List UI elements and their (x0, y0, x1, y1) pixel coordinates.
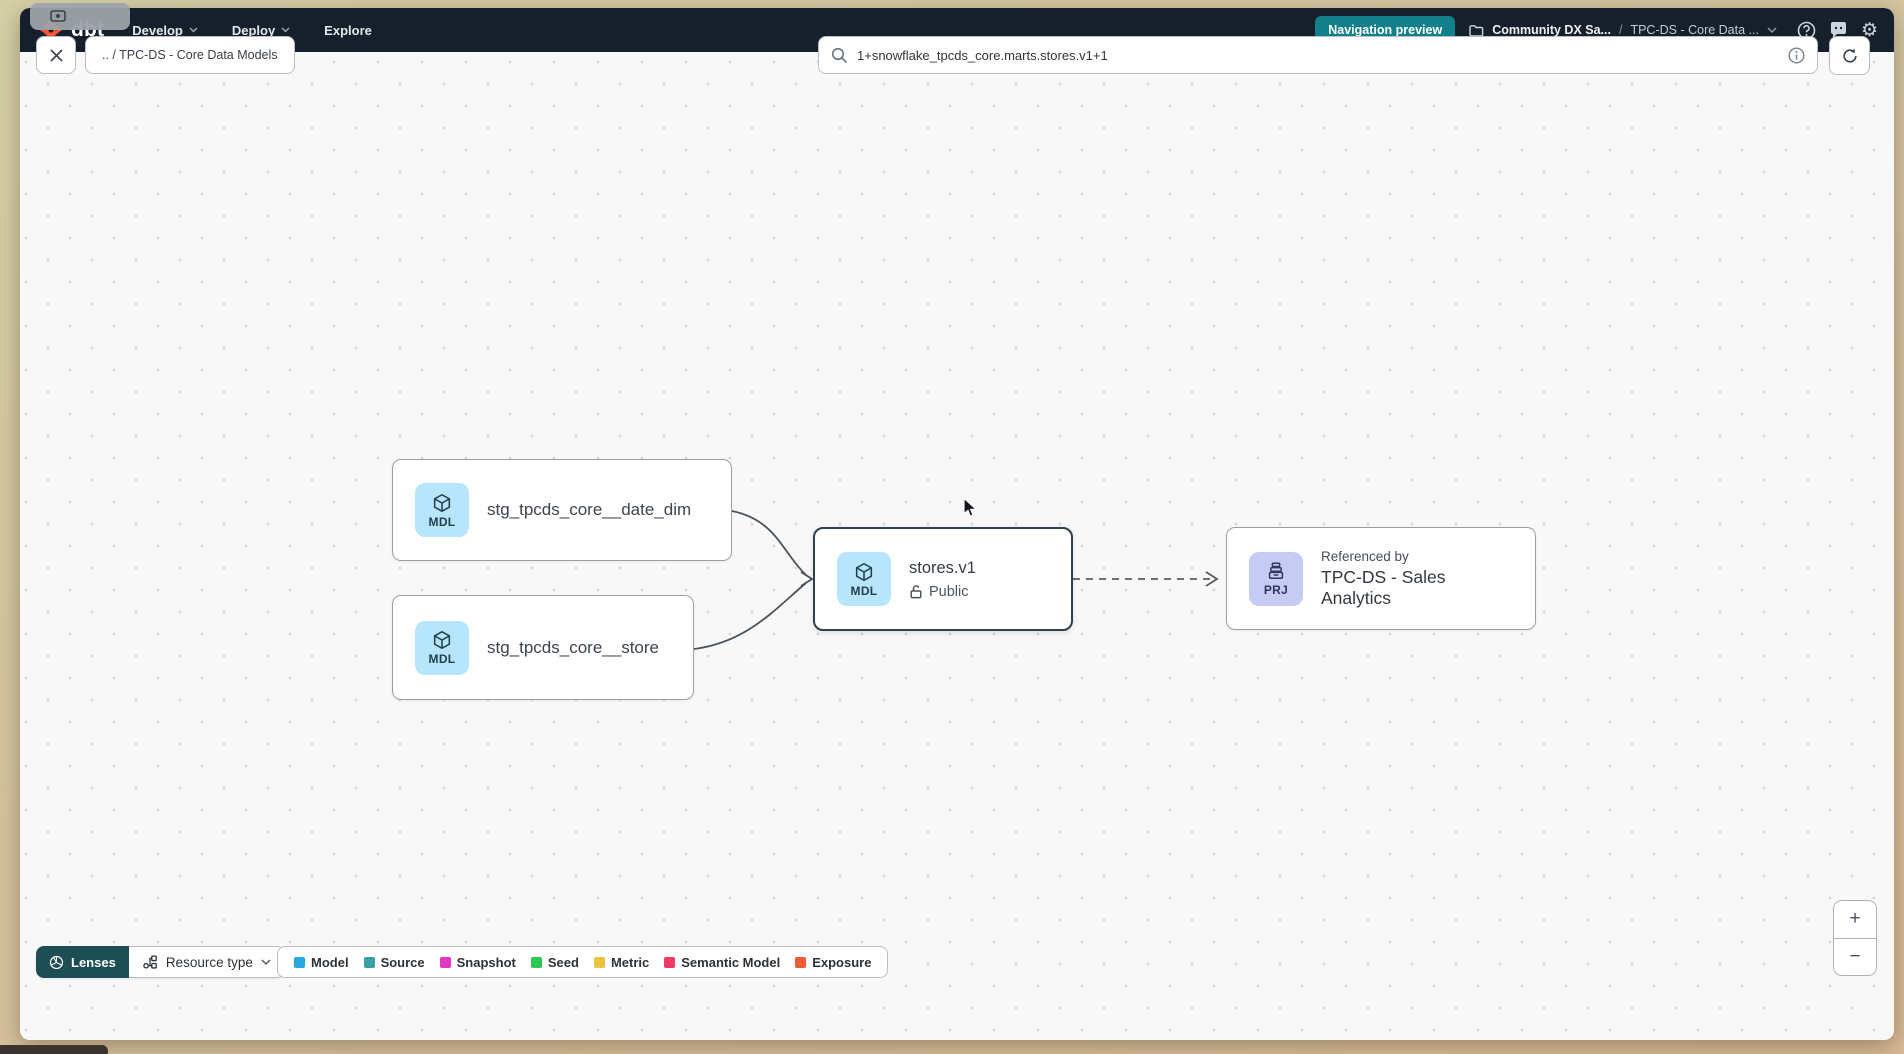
zoom-in-button[interactable]: + (1834, 901, 1876, 939)
search-input[interactable] (857, 47, 1779, 63)
app-window: dbt Develop Deploy Explore Navigation pr… (20, 8, 1894, 1040)
project-badge: PRJ (1249, 551, 1303, 606)
model-swatch (294, 956, 305, 968)
close-icon (49, 48, 63, 62)
lenses-button[interactable]: Lenses (36, 946, 129, 978)
legend-item-snapshot: Snapshot (439, 954, 516, 970)
exposure-swatch (795, 956, 807, 968)
legend-item-seed: Seed (530, 954, 579, 970)
chevron-down-icon (281, 27, 290, 33)
project-stack-icon (1268, 562, 1284, 579)
lineage-path-chip[interactable]: .. / TPC-DS - Core Data Models (85, 36, 295, 74)
menu-explore[interactable]: Explore (324, 23, 372, 38)
folder-icon (1469, 24, 1484, 37)
seed-swatch (530, 956, 542, 968)
screen-icon (50, 9, 66, 22)
legend-label: Semantic Model (681, 954, 781, 970)
lenses-icon (49, 955, 64, 969)
node-stores-v1[interactable]: MDL stores.v1 Public (813, 527, 1073, 631)
gear-icon[interactable]: ⚙ (1860, 19, 1878, 41)
chevron-down-icon (189, 27, 198, 33)
menu-deploy-label: Deploy (231, 22, 276, 38)
node-sublabel: Referenced by (1321, 548, 1409, 564)
search-icon (831, 47, 848, 63)
navbar-icons: ⚙ (1797, 21, 1878, 40)
legend-label: Metric (610, 954, 650, 970)
breadcrumb-project[interactable]: Community DX Sa... (1492, 23, 1611, 37)
node-text-block: stores.v1 Public (909, 559, 976, 600)
screen-share-indicator (30, 3, 130, 30)
menu-explore-label: Explore (324, 22, 372, 38)
node-label: stg_tpcds_core__date_dim (487, 500, 692, 519)
legend-item-exposure: Exposure (795, 955, 871, 970)
main-menu: Develop Deploy Explore (132, 23, 372, 38)
refresh-button[interactable] (1829, 36, 1870, 75)
breadcrumb[interactable]: Community DX Sa... / TPC-DS - Core Data … (1469, 23, 1777, 37)
chevron-down-icon (261, 958, 271, 965)
node-text-block: Referenced by TPC-DS - Sales Analytics (1321, 549, 1513, 609)
menu-develop-label: Develop (132, 22, 183, 38)
resource-type-dropdown[interactable]: Resource type (128, 946, 285, 978)
node-access: Public (909, 584, 976, 600)
legend-item-source: Source (363, 954, 425, 970)
badge-label: MDL (850, 583, 878, 598)
node-title: TPC-DS - Sales Analytics (1321, 566, 1446, 608)
node-title: stores.v1 (909, 558, 976, 577)
model-cube-icon (433, 493, 451, 512)
semantic-model-swatch (664, 956, 676, 968)
node-referenced-by-sales-analytics[interactable]: PRJ Referenced by TPC-DS - Sales Analyti… (1226, 527, 1536, 630)
model-badge: MDL (415, 483, 469, 537)
snapshot-swatch (439, 956, 451, 968)
badge-label: PRJ (1263, 583, 1289, 597)
info-icon[interactable] (1788, 46, 1805, 64)
model-cube-icon (433, 630, 451, 650)
legend-item-metric: Metric (593, 954, 650, 970)
menu-deploy[interactable]: Deploy (232, 23, 290, 38)
node-stg-tpcds-core-store[interactable]: MDL stg_tpcds_core__store (392, 595, 694, 700)
menu-develop[interactable]: Develop (132, 23, 198, 38)
legend-label: Snapshot (456, 954, 516, 970)
badge-label: MDL (428, 652, 456, 666)
background-window-edge (0, 1045, 108, 1054)
feedback-icon[interactable] (1829, 21, 1848, 39)
model-cube-icon (855, 562, 873, 581)
node-label: stg_tpcds_core__store (487, 637, 659, 657)
lenses-label: Lenses (71, 954, 116, 970)
model-badge: MDL (415, 620, 469, 675)
legend-label: Source (380, 954, 425, 970)
resource-legend: Model Source Snapshot Seed Metric Semant… (277, 946, 889, 978)
close-button[interactable] (36, 36, 76, 74)
legend-item-model: Model (294, 955, 349, 970)
zoom-controls: + − (1833, 900, 1877, 976)
source-swatch (363, 956, 375, 968)
chevron-down-icon[interactable] (1767, 26, 1777, 34)
node-stg-tpcds-core-date-dim[interactable]: MDL stg_tpcds_core__date_dim (392, 459, 732, 561)
refresh-icon (1842, 48, 1857, 63)
access-label: Public (929, 583, 969, 600)
legend-label: Model (311, 954, 349, 970)
legend-item-semantic-model: Semantic Model (664, 955, 780, 970)
breadcrumb-separator: / (1618, 23, 1623, 37)
breadcrumb-page[interactable]: TPC-DS - Core Data ... (1630, 23, 1759, 37)
badge-label: MDL (428, 514, 456, 529)
legend-label: Exposure (812, 954, 872, 970)
zoom-out-button[interactable]: − (1834, 938, 1876, 975)
lineage-search-bar[interactable] (818, 36, 1818, 74)
lock-open-icon (910, 585, 922, 599)
model-badge: MDL (837, 552, 891, 606)
resource-type-icon (143, 955, 157, 969)
legend-label: Seed (547, 954, 579, 970)
metric-swatch (593, 956, 605, 968)
view-controls: Lenses Resource type (36, 946, 285, 978)
resource-type-label: Resource type (165, 954, 253, 970)
